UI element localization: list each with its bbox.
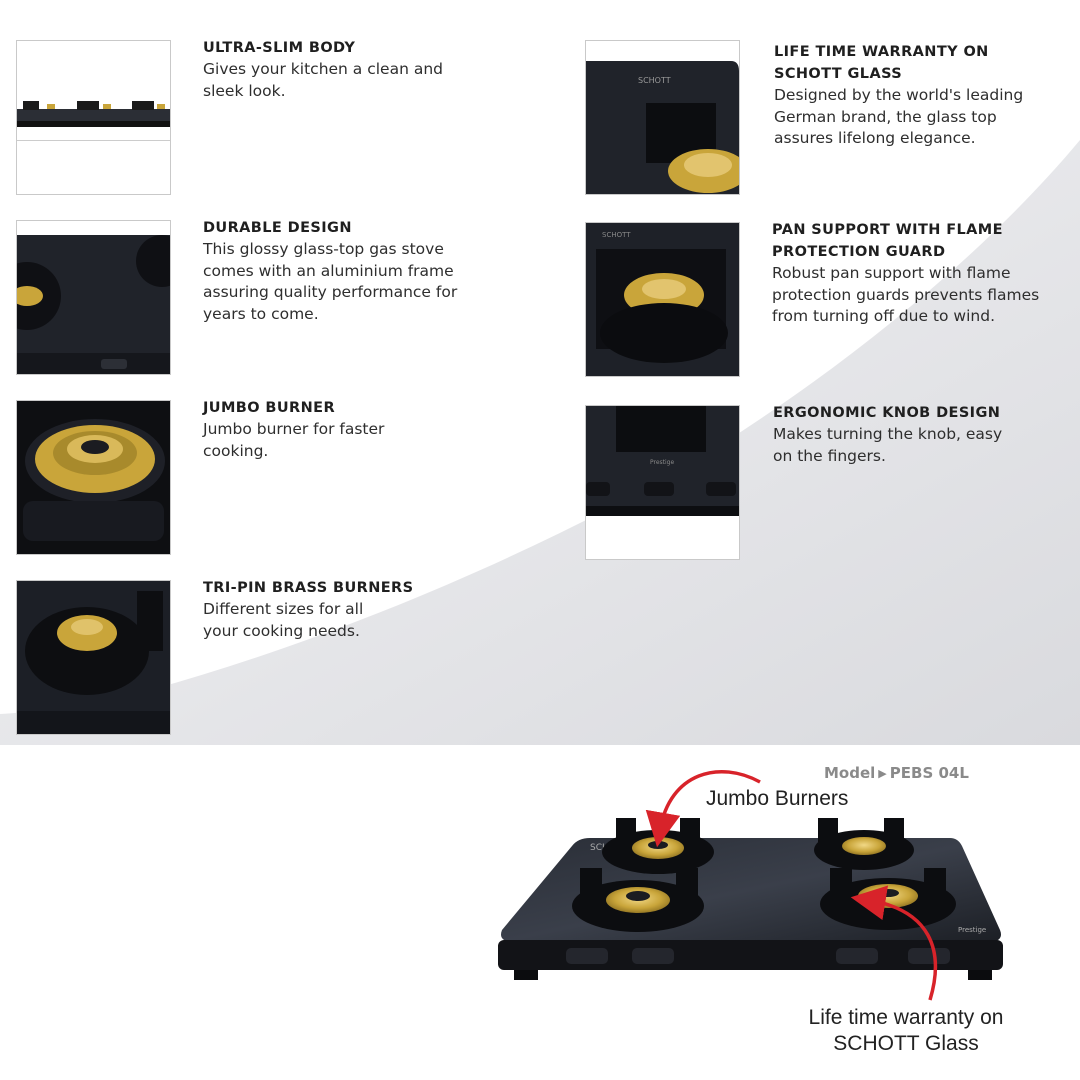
caret-right-icon: ▶ (878, 767, 887, 780)
feature-title: PAN SUPPORT WITH FLAME PROTECTION GUARD (772, 222, 1003, 260)
pan-support-image: SCHOTT (585, 222, 740, 377)
burner-front-left (572, 868, 704, 932)
schott-logo: SCHOTT (638, 76, 671, 85)
feature-title: ULTRA-SLIM BODY (203, 40, 356, 56)
knob-4 (908, 948, 950, 964)
feature-title: JUMBO BURNER (203, 400, 336, 416)
slim-profile-image (16, 40, 171, 195)
model-label: Model▶PEBS 04L (824, 764, 969, 782)
feature-title: LIFE TIME WARRANTY ON SCHOTT GLASS (774, 44, 989, 82)
feature-description: Designed by the world's leading German b… (774, 86, 1024, 147)
burner-back-right (814, 818, 914, 870)
feature-description: Robust pan support with flame protection… (772, 264, 1040, 325)
warranty-callout: Life time warranty on SCHOTT Glass (808, 1006, 1004, 1055)
jumbo-burner-image (16, 400, 171, 555)
schott-glass-image: SCHOTT (585, 40, 740, 195)
knob-1 (566, 948, 608, 964)
feature-title: DURABLE DESIGN (203, 220, 352, 236)
prestige-logo: Prestige (958, 926, 986, 934)
prestige-logo: Prestige (650, 459, 674, 466)
knob-3 (836, 948, 878, 964)
knob-2 (632, 948, 674, 964)
gas-stove-product-image: SCHOTT Prestige (480, 790, 1080, 1020)
feature-description: Jumbo burner for faster cooking. (203, 420, 385, 460)
feature-title: ERGONOMIC KNOB DESIGN (773, 405, 1001, 421)
feature-description: Makes turning the knob, easy on the fing… (773, 425, 1003, 465)
schott-logo: SCHOTT (602, 231, 631, 239)
knob-image: Prestige (585, 405, 740, 560)
model-number: PEBS 04L (889, 764, 969, 782)
feature-description: Gives your kitchen a clean and sleek loo… (203, 60, 444, 100)
feature-title: TRI-PIN BRASS BURNERS (203, 580, 414, 596)
jumbo-burners-callout: Jumbo Burners (706, 787, 849, 810)
feature-description: This glossy glass-top gas stove comes wi… (203, 240, 458, 323)
model-prefix: Model (824, 764, 876, 782)
brass-burner-image (16, 580, 171, 735)
feature-description: Different sizes for all your cooking nee… (203, 600, 364, 640)
glass-top-image (16, 220, 171, 375)
